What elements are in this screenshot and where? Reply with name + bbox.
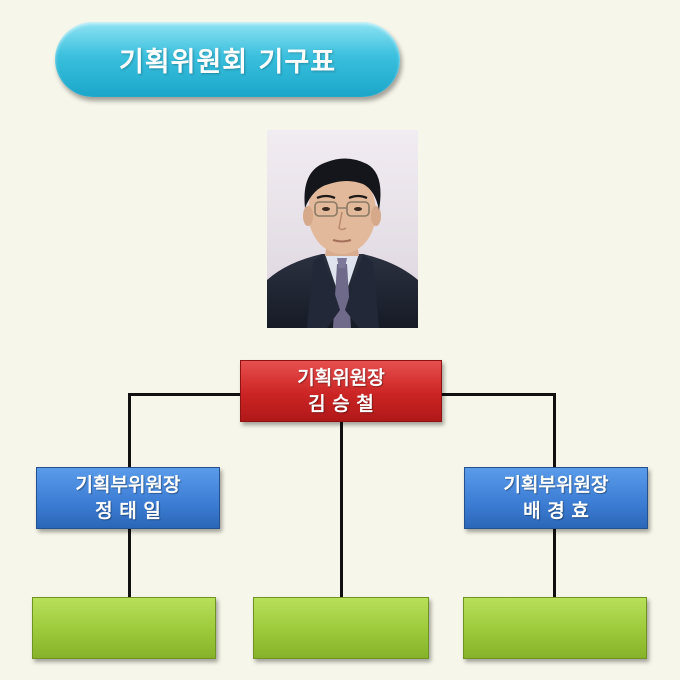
connector-line-right-member <box>553 529 556 597</box>
member-box-right <box>463 597 647 659</box>
connector-line-left-down <box>128 393 131 467</box>
vice-chair-left-role: 기획부위원장 <box>75 474 181 496</box>
vice-chair-right-name: 배 경 효 <box>523 500 589 522</box>
member-box-left <box>32 597 216 659</box>
chair-box: 기획위원장 김 승 철 <box>240 360 442 422</box>
vice-chair-left-box: 기획부위원장 정 태 일 <box>36 467 220 529</box>
member-box-center <box>253 597 429 659</box>
page-title: 기획위원회 기구표 <box>55 22 400 97</box>
vice-chair-right-box: 기획부위원장 배 경 효 <box>464 467 648 529</box>
portrait-photo <box>267 130 418 328</box>
portrait-icon <box>267 130 418 328</box>
connector-line-center-down <box>340 422 343 597</box>
connector-line-top-left <box>128 393 240 396</box>
vice-chair-left-name: 정 태 일 <box>95 500 161 522</box>
vice-chair-right-role: 기획부위원장 <box>503 474 609 496</box>
chair-name: 김 승 철 <box>308 393 374 415</box>
connector-line-left-member <box>128 529 131 597</box>
chair-role: 기획위원장 <box>297 367 385 389</box>
connector-line-top-right <box>442 393 555 396</box>
connector-line-right-down <box>553 393 556 467</box>
